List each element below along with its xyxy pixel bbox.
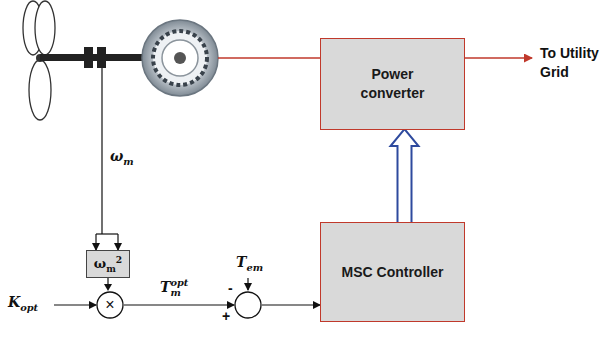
plus-sign: + xyxy=(222,308,230,324)
gain-signal: Kopt xyxy=(8,294,38,313)
node-text: Power converter xyxy=(340,65,445,103)
minus-sign: - xyxy=(228,280,233,296)
sum-junction xyxy=(235,292,261,318)
signal-arrow xyxy=(104,278,112,291)
power-line xyxy=(218,57,320,59)
square-block: ωm2 xyxy=(86,250,130,278)
speed-signal: ωm xyxy=(110,148,134,167)
bearing xyxy=(84,47,93,68)
converter-box: Power converter xyxy=(320,38,465,130)
controller-box: MSC Controller xyxy=(320,222,465,322)
control-arrow xyxy=(391,129,419,223)
speed-wires xyxy=(54,68,320,305)
multiplier-circle: × xyxy=(96,291,124,319)
grid-arrow xyxy=(465,57,532,59)
torque-reference: Toptm xyxy=(160,278,188,298)
torque-feedback: Tem xyxy=(236,254,263,273)
node-text: × xyxy=(105,296,114,314)
node-text: MSC Controller xyxy=(342,263,444,282)
bearing xyxy=(97,47,106,68)
node-text: ωm2 xyxy=(94,254,122,274)
grid-label: To Utility Grid xyxy=(540,44,613,82)
generator xyxy=(142,20,218,96)
